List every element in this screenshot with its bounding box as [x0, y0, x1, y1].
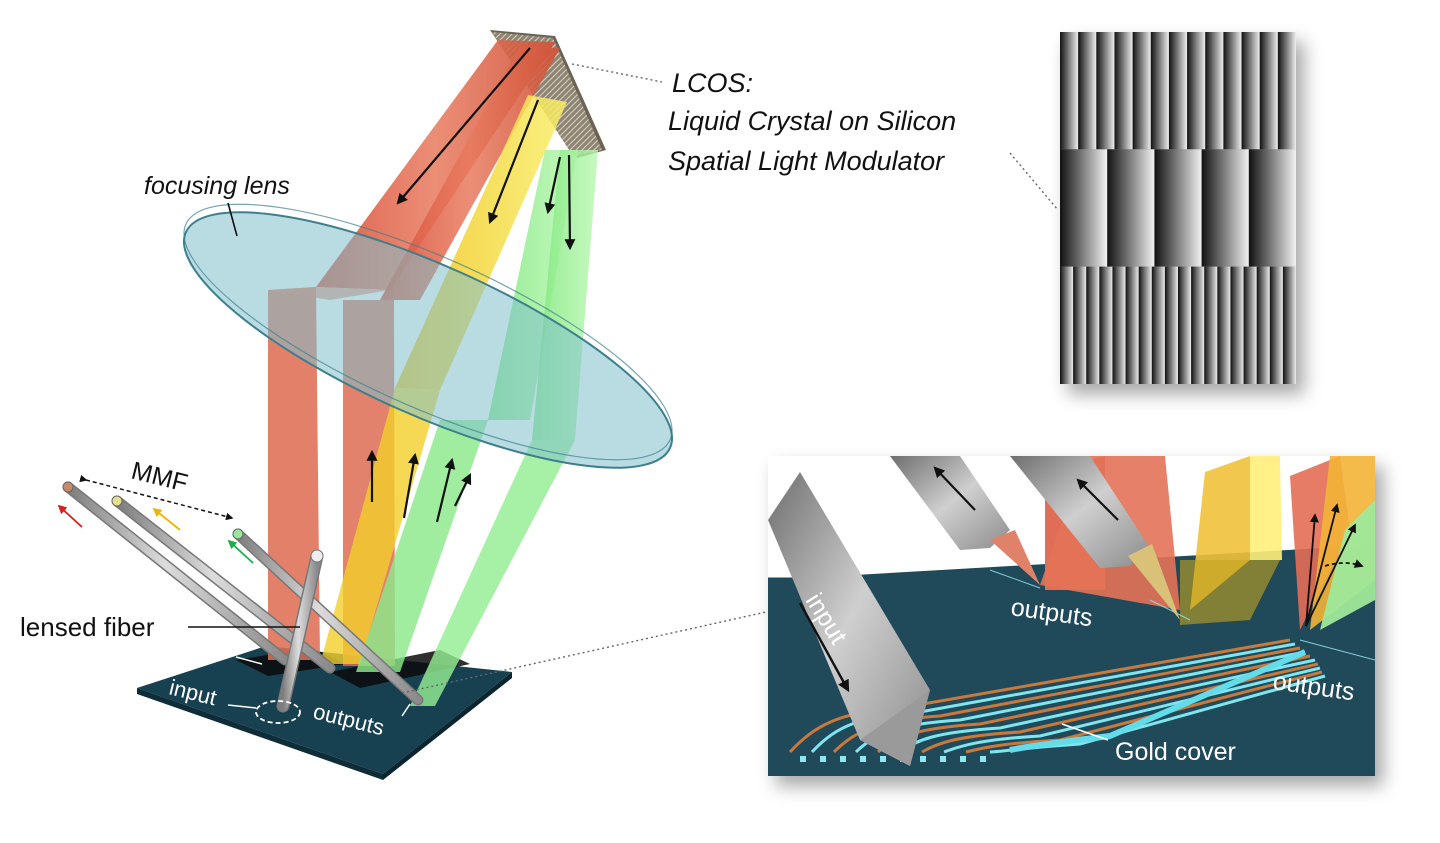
input-port-marker [255, 700, 301, 724]
gold-cover-label: Gold cover [1115, 738, 1236, 766]
slm-stripe [1217, 266, 1231, 384]
slm-stripe [1241, 32, 1261, 150]
slm-stripe [1132, 32, 1152, 150]
inset-beam-arrows [1305, 503, 1364, 627]
slm-stripe [1223, 32, 1243, 150]
slm-stripe [1277, 32, 1296, 150]
slm-stripe [1060, 32, 1079, 150]
fiber-green [232, 528, 424, 706]
slm-stripe [1099, 266, 1113, 384]
slm-stripe [1201, 149, 1250, 267]
slm-stripe [1060, 149, 1108, 267]
slm-stripe [1191, 266, 1205, 384]
inset-input-fiber [768, 472, 930, 766]
green-output-arrow [227, 539, 254, 564]
slm-stripe [1164, 266, 1179, 384]
slm-stripe [1248, 149, 1296, 267]
slm-stripe [1256, 266, 1271, 384]
red-output-arrow [57, 504, 83, 528]
slm-stripe [1125, 266, 1140, 384]
slm-stripe [1151, 266, 1166, 384]
inset-output-fiber-2 [1010, 456, 1180, 620]
inset-pointer-line [401, 611, 767, 694]
chip-input-leader [227, 704, 257, 709]
slm-stripe [1204, 266, 1218, 384]
port-squares [800, 756, 986, 762]
gold-cover-leader [1061, 723, 1109, 741]
beam-arrows [366, 47, 576, 523]
slm-stripe [1112, 266, 1127, 384]
slm-stripe [1150, 32, 1170, 150]
inset-output-fiber-1 [890, 456, 1040, 585]
focusing-lens-label: focusing lens [144, 172, 290, 200]
focusing-lens-leader [227, 202, 238, 237]
slm-stripe [1282, 266, 1296, 384]
slm-stripe [1096, 32, 1115, 150]
chip-outputs-bracket-right [401, 703, 411, 717]
slm-stripe [1154, 149, 1203, 267]
chip-outputs-bracket-left [235, 656, 263, 665]
slm-pointer-line [1009, 152, 1059, 211]
slm-stripe [1060, 266, 1074, 384]
slm-stripe [1259, 32, 1279, 150]
slm-stripe [1107, 149, 1155, 267]
slm-stripe [1205, 32, 1224, 150]
slm-stripe [1114, 32, 1134, 150]
slm-stripe [1086, 266, 1100, 384]
chip-inset-content: input outputs outputs Gold cover [768, 456, 1375, 776]
lcos-line2: Spatial Light Modulator [668, 146, 945, 176]
slm-stripe [1187, 32, 1206, 150]
mmf-label: MMF [129, 457, 191, 498]
focusing-lens [182, 203, 674, 469]
lensed-fiber-label: lensed fiber [20, 612, 155, 642]
slm-stripe [1138, 266, 1153, 384]
fiber-input [276, 549, 324, 713]
lcos-title: LCOS: [672, 68, 753, 98]
lcos-line1: Liquid Crystal on Silicon [668, 106, 956, 136]
slm-stripe [1073, 266, 1087, 384]
slm-stripe [1230, 266, 1245, 384]
slm-stripe [1168, 32, 1188, 150]
main-scene: MMF lensed fiber input outputs focusing … [20, 30, 1059, 780]
slm-stripe [1078, 32, 1097, 150]
slm-stripe [1243, 266, 1258, 384]
lcos-pointer-line [571, 63, 663, 83]
slm-stripe [1269, 266, 1284, 384]
slm-phase-pattern [1060, 32, 1296, 384]
slm-stripe [1178, 266, 1192, 384]
